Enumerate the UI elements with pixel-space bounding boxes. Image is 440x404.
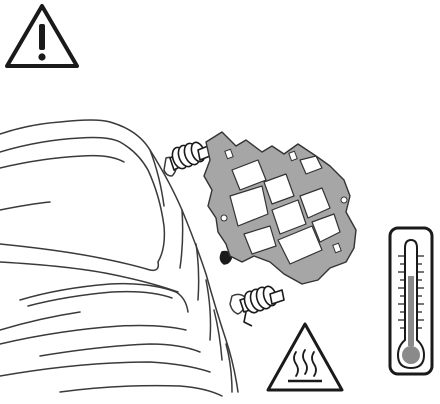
mounting-bracket xyxy=(203,131,357,285)
lower-push-clip xyxy=(239,285,285,327)
hot-surface-warning-icon xyxy=(266,322,344,392)
upper-push-clip xyxy=(169,141,211,171)
general-warning-icon xyxy=(5,4,79,68)
thermometer-icon xyxy=(388,226,434,376)
vehicle-rear-outline xyxy=(0,119,247,397)
